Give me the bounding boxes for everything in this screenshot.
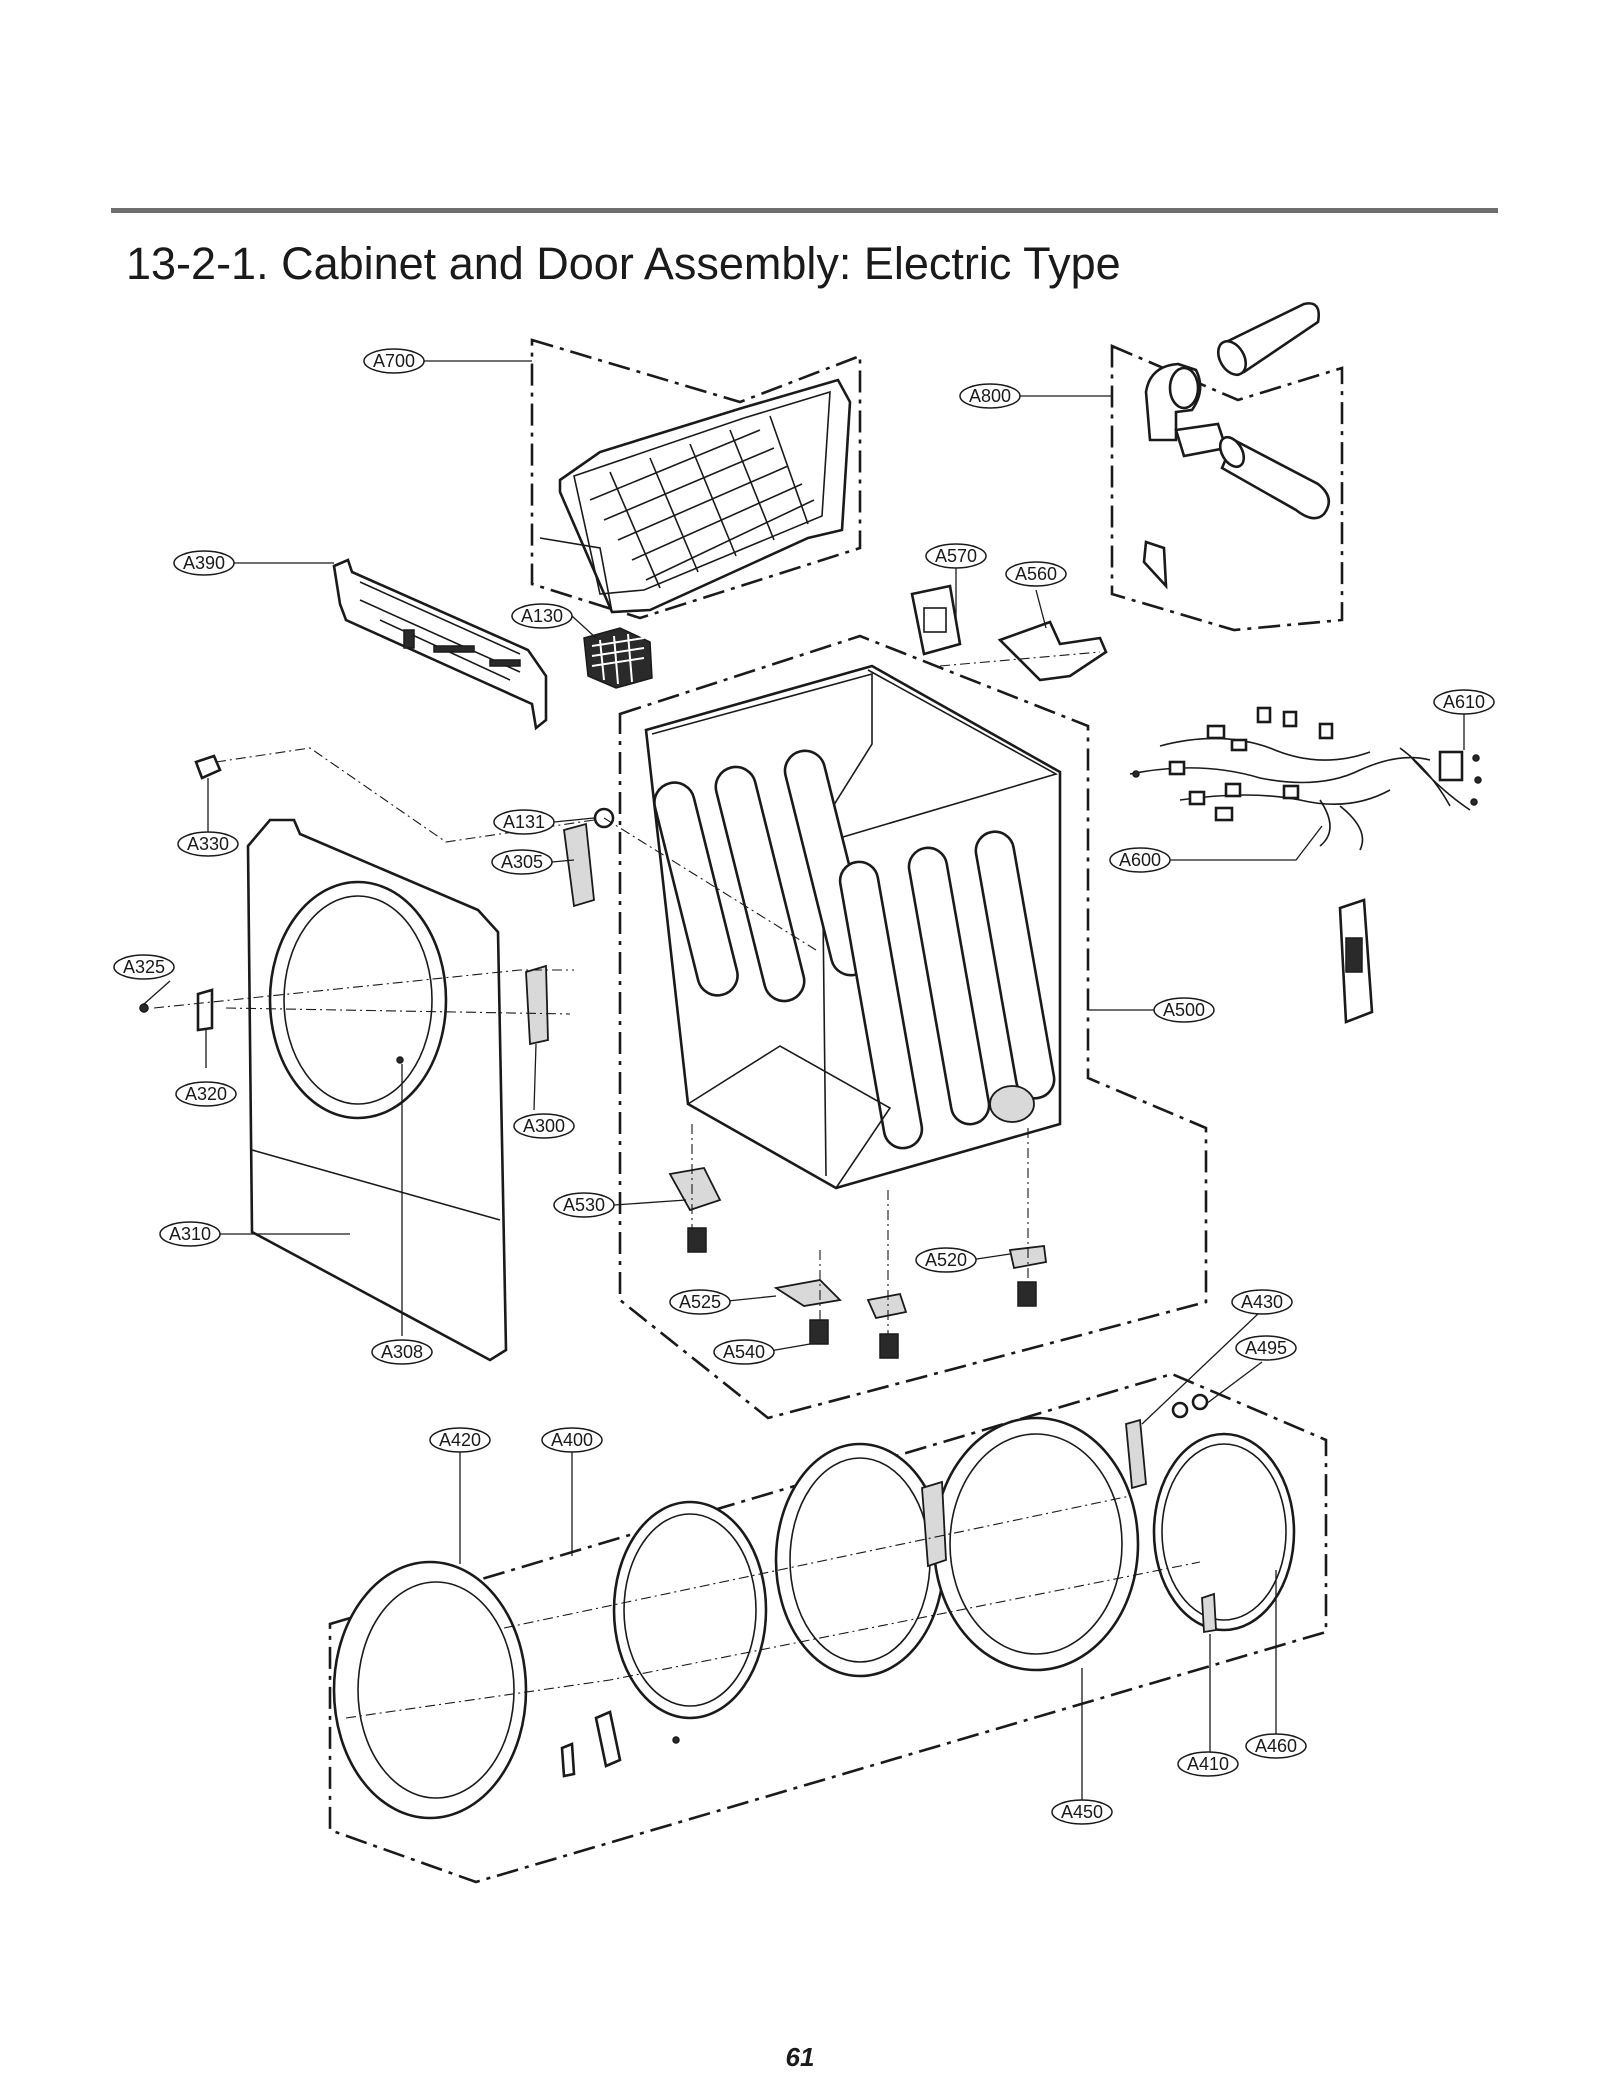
callout-label: A420 <box>439 1430 481 1450</box>
callout-label: A390 <box>183 553 225 573</box>
callout-label: A525 <box>679 1292 721 1312</box>
callout-A540: A540 <box>713 1339 775 1365</box>
callout-A430: A430 <box>1231 1289 1293 1315</box>
cabinet-group-outline <box>618 634 1208 1420</box>
vent-bracket-part <box>910 584 962 656</box>
callout-A525: A525 <box>669 1289 731 1315</box>
callout-label: A330 <box>187 834 229 854</box>
callout-label: A131 <box>503 812 545 832</box>
page-title: 13-2-1. Cabinet and Door Assembly: Elect… <box>126 238 1121 289</box>
callout-A570: A570 <box>925 543 987 569</box>
callout-A560: A560 <box>1005 561 1067 587</box>
callout-label: A700 <box>373 351 415 371</box>
callout-A130: A130 <box>511 603 573 629</box>
front-panel-small-parts <box>139 754 615 1064</box>
callout-A308: A308 <box>371 1339 433 1365</box>
callout-A325: A325 <box>113 954 175 980</box>
callout-A530: A530 <box>553 1192 615 1218</box>
callout-A700: A700 <box>363 348 425 374</box>
callout-A495: A495 <box>1235 1335 1297 1361</box>
callout-label: A570 <box>935 546 977 566</box>
assembly-axis-lines <box>153 651 1201 1719</box>
callout-A300: A300 <box>513 1113 575 1139</box>
callout-A460: A460 <box>1245 1733 1307 1759</box>
top-cover-group-outline <box>530 338 862 620</box>
callout-label: A310 <box>169 1224 211 1244</box>
callout-A800: A800 <box>959 383 1021 409</box>
callout-A610: A610 <box>1433 689 1495 715</box>
vent-cover-part <box>997 620 1108 682</box>
callout-A131: A131 <box>493 809 555 835</box>
callout-label: A800 <box>969 386 1011 406</box>
top-cover-tray-part <box>539 378 852 614</box>
callout-A410: A410 <box>1177 1751 1239 1777</box>
door-assembly-parts <box>332 1393 1296 1820</box>
door-switch-part <box>1338 898 1374 1024</box>
callout-A420: A420 <box>429 1427 491 1453</box>
callout-label: A450 <box>1061 1802 1103 1822</box>
leveling-feet-parts <box>668 1166 1047 1359</box>
callout-A310: A310 <box>159 1221 221 1247</box>
callout-A520: A520 <box>915 1247 977 1273</box>
callout-label: A300 <box>523 1116 565 1136</box>
callout-A450: A450 <box>1051 1799 1113 1825</box>
callout-label: A530 <box>563 1195 605 1215</box>
control-bracket-part <box>332 558 548 731</box>
cabinet-body-part <box>644 664 1062 1190</box>
wire-harness-part <box>1129 706 1482 851</box>
callout-label: A600 <box>1119 850 1161 870</box>
callout-label: A320 <box>185 1084 227 1104</box>
duct-group-outline <box>1110 344 1344 632</box>
callout-label: A130 <box>521 606 563 626</box>
header-rule <box>111 208 1498 213</box>
callout-label: A495 <box>1245 1338 1287 1358</box>
page-number: 61 <box>785 2042 815 2072</box>
callout-A400: A400 <box>541 1427 603 1453</box>
callout-label: A430 <box>1241 1292 1283 1312</box>
front-panel-part <box>246 818 508 1362</box>
callout-label: A305 <box>501 852 543 872</box>
callout-label: A610 <box>1443 692 1485 712</box>
callout-A320: A320 <box>175 1081 237 1107</box>
callout-label: A325 <box>123 957 165 977</box>
callout-label: A520 <box>925 1250 967 1270</box>
callout-A600: A600 <box>1109 847 1171 873</box>
callout-label: A410 <box>1187 1754 1229 1774</box>
filter-block-part <box>583 627 653 689</box>
callout-label: A308 <box>381 1342 423 1362</box>
callout-A330: A330 <box>177 831 239 857</box>
callout-label: A500 <box>1163 1000 1205 1020</box>
callout-A390: A390 <box>173 550 235 576</box>
callout-label: A400 <box>551 1430 593 1450</box>
callout-label: A560 <box>1015 564 1057 584</box>
callout-A500: A500 <box>1153 997 1215 1023</box>
callout-label: A540 <box>723 1342 765 1362</box>
exhaust-duct-part <box>1142 302 1331 590</box>
callout-label: A460 <box>1255 1736 1297 1756</box>
callout-A305: A305 <box>491 849 553 875</box>
